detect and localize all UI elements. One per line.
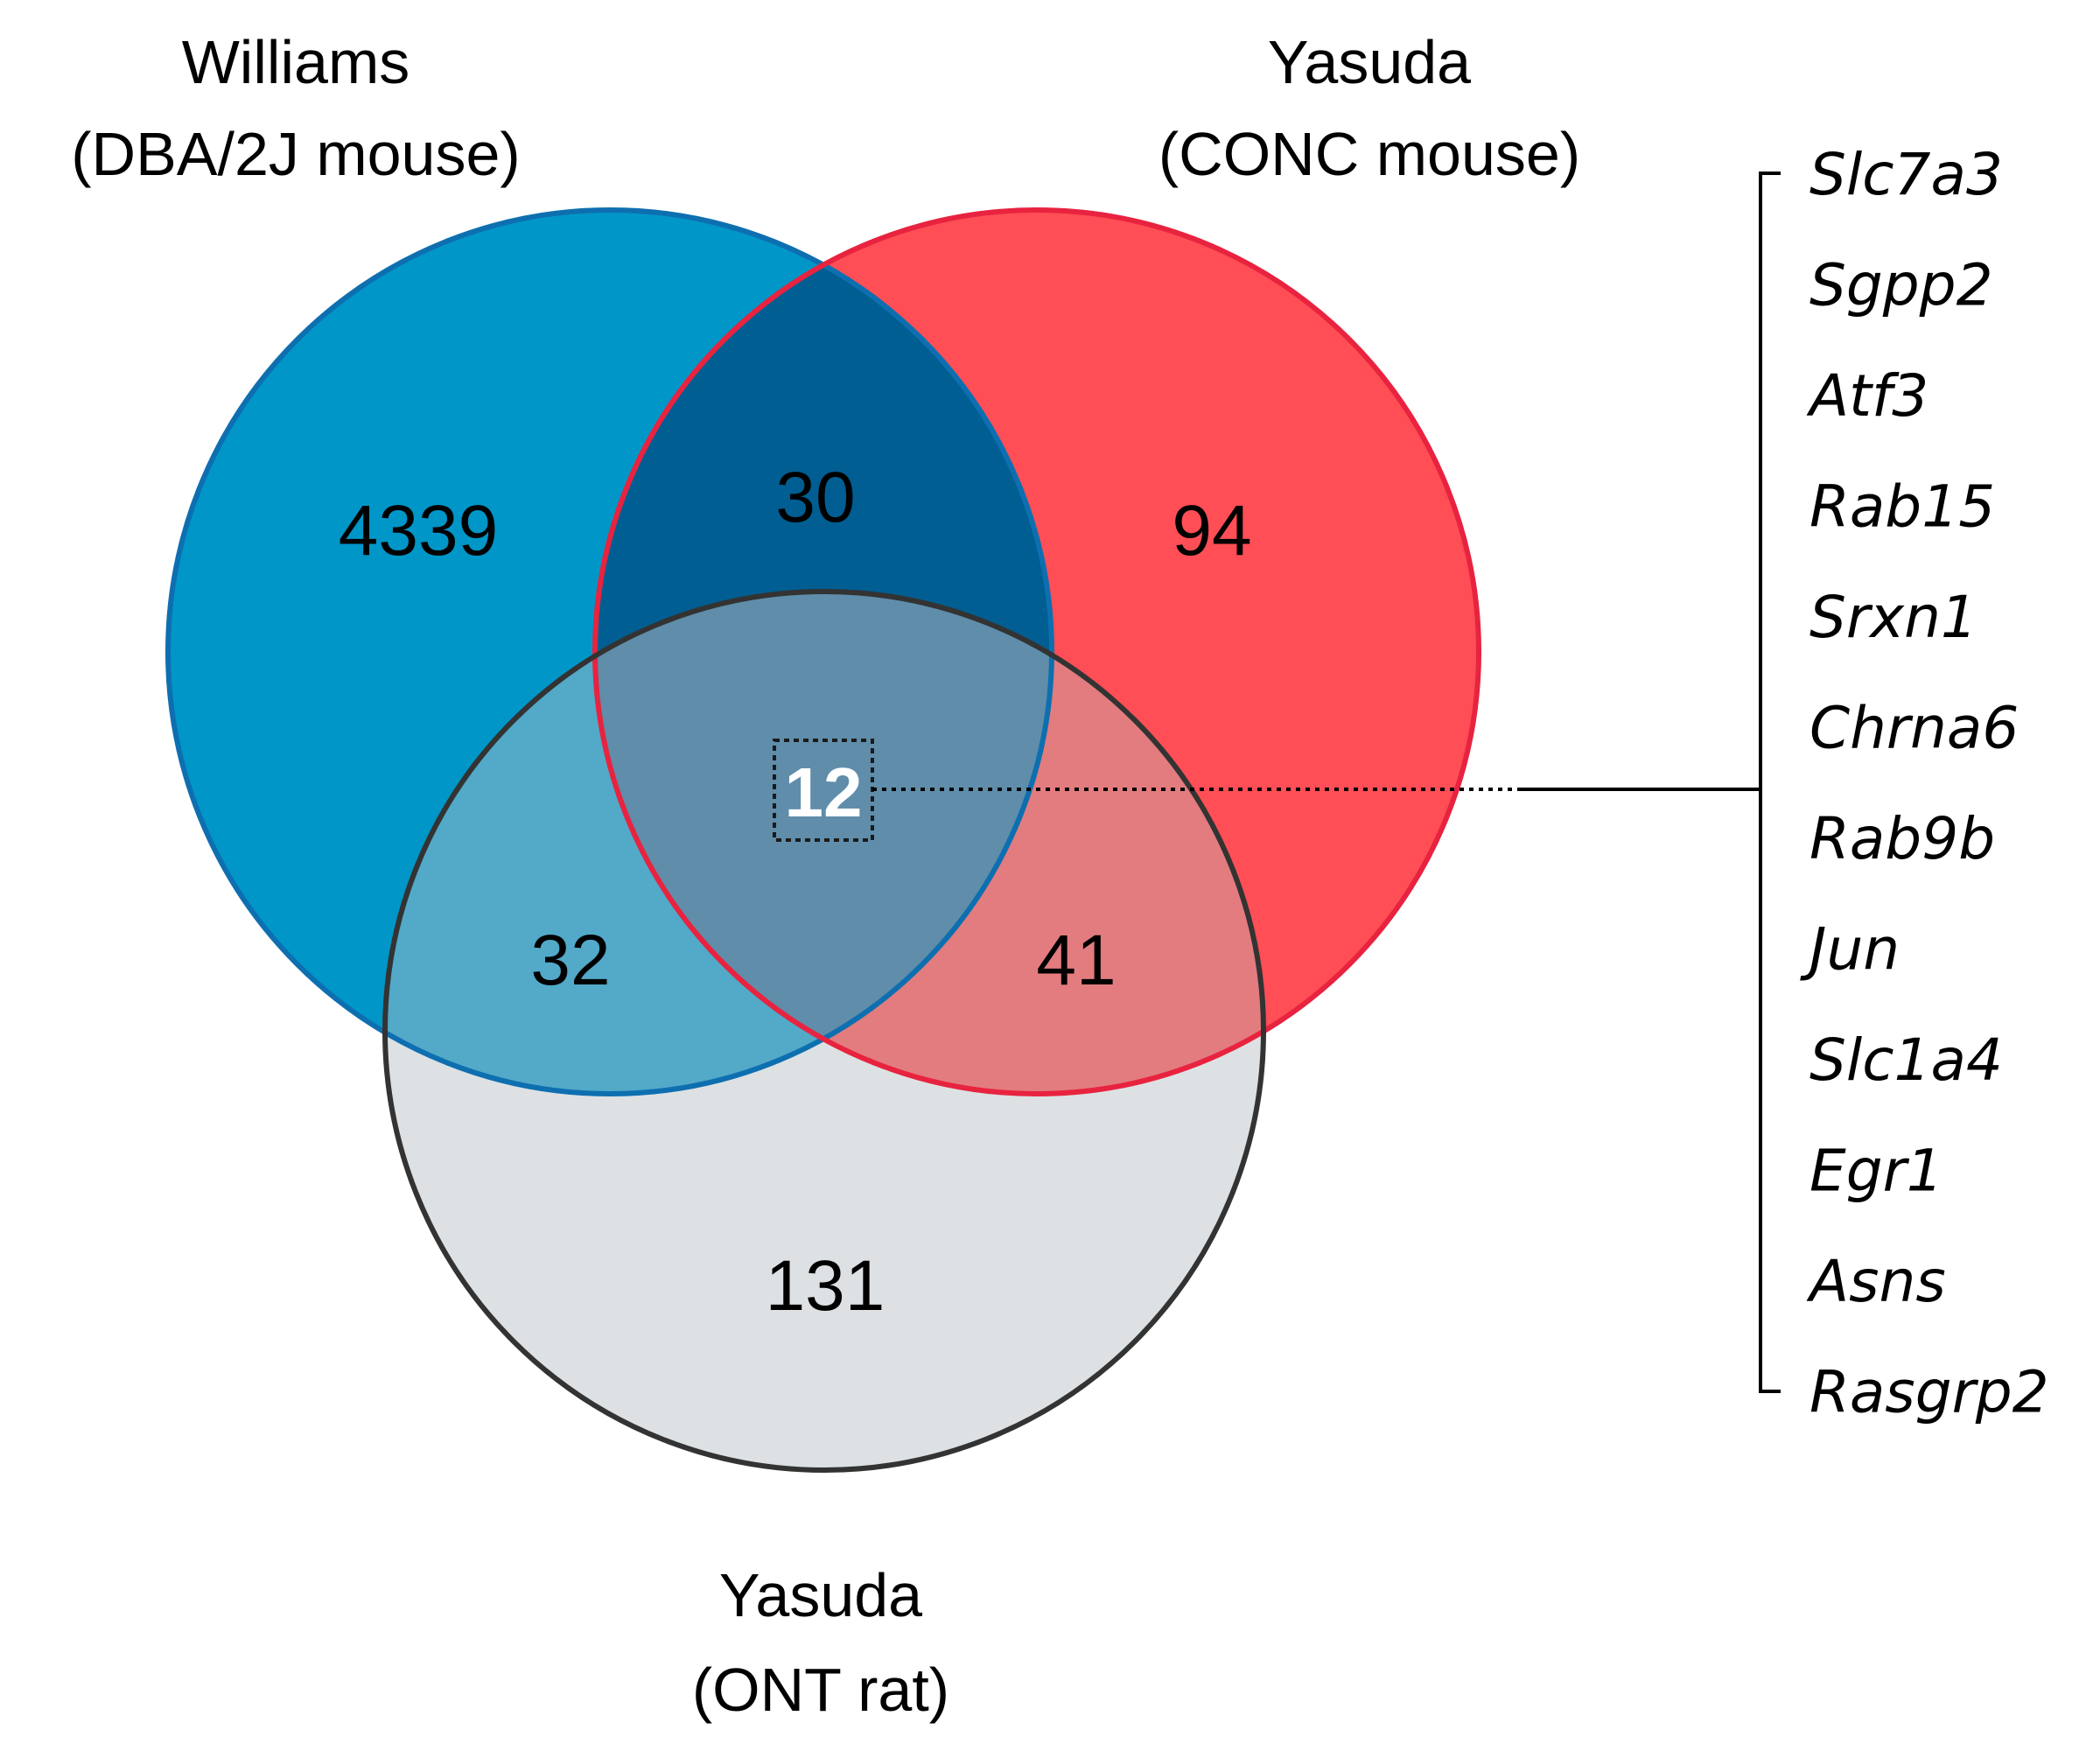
conc-outline — [592, 207, 1481, 1096]
gene-item: Slc1a4 — [1810, 1026, 2003, 1094]
ont-label-line2: (ONT rat) — [692, 1656, 949, 1724]
gene-item: Srxn1 — [1810, 584, 1978, 651]
gene-item: Jun — [1800, 916, 1900, 984]
conc-label-line1: Yasuda — [1268, 28, 1471, 96]
count-williams-ont: 32 — [530, 921, 610, 1000]
ont-outline — [382, 589, 1266, 1473]
gene-item: Atf3 — [1806, 362, 1928, 430]
count-williams-only: 4339 — [339, 491, 498, 571]
count-conc-only: 94 — [1172, 491, 1251, 571]
gene-item: Rasgrp2 — [1810, 1359, 2049, 1426]
count-all-three: 12 — [785, 753, 863, 831]
williams-label-line2: (DBA/2J mouse) — [71, 120, 520, 188]
gene-item: Rab9b — [1810, 805, 1995, 872]
count-conc-ont: 41 — [1036, 921, 1116, 1000]
conc-label-line2: (CONC mouse) — [1158, 120, 1580, 188]
gene-item: Sgpp2 — [1810, 252, 1993, 319]
williams-outline — [165, 207, 1054, 1096]
gene-item: Slc7a3 — [1810, 141, 2003, 208]
count-ont-only: 131 — [766, 1246, 886, 1326]
williams-label-line1: Williams — [182, 28, 410, 96]
count-williams-conc: 30 — [775, 458, 855, 537]
gene-item: Rab15 — [1810, 473, 1995, 541]
ont-label-line1: Yasuda — [719, 1561, 922, 1629]
gene-list: Slc7a3Sgpp2Atf3Rab15Srxn1Chrna6Rab9bJunS… — [1800, 141, 2049, 1426]
gene-item: Egr1 — [1810, 1138, 1943, 1205]
gene-item: Asns — [1806, 1248, 1946, 1315]
gene-item: Chrna6 — [1810, 695, 2019, 762]
